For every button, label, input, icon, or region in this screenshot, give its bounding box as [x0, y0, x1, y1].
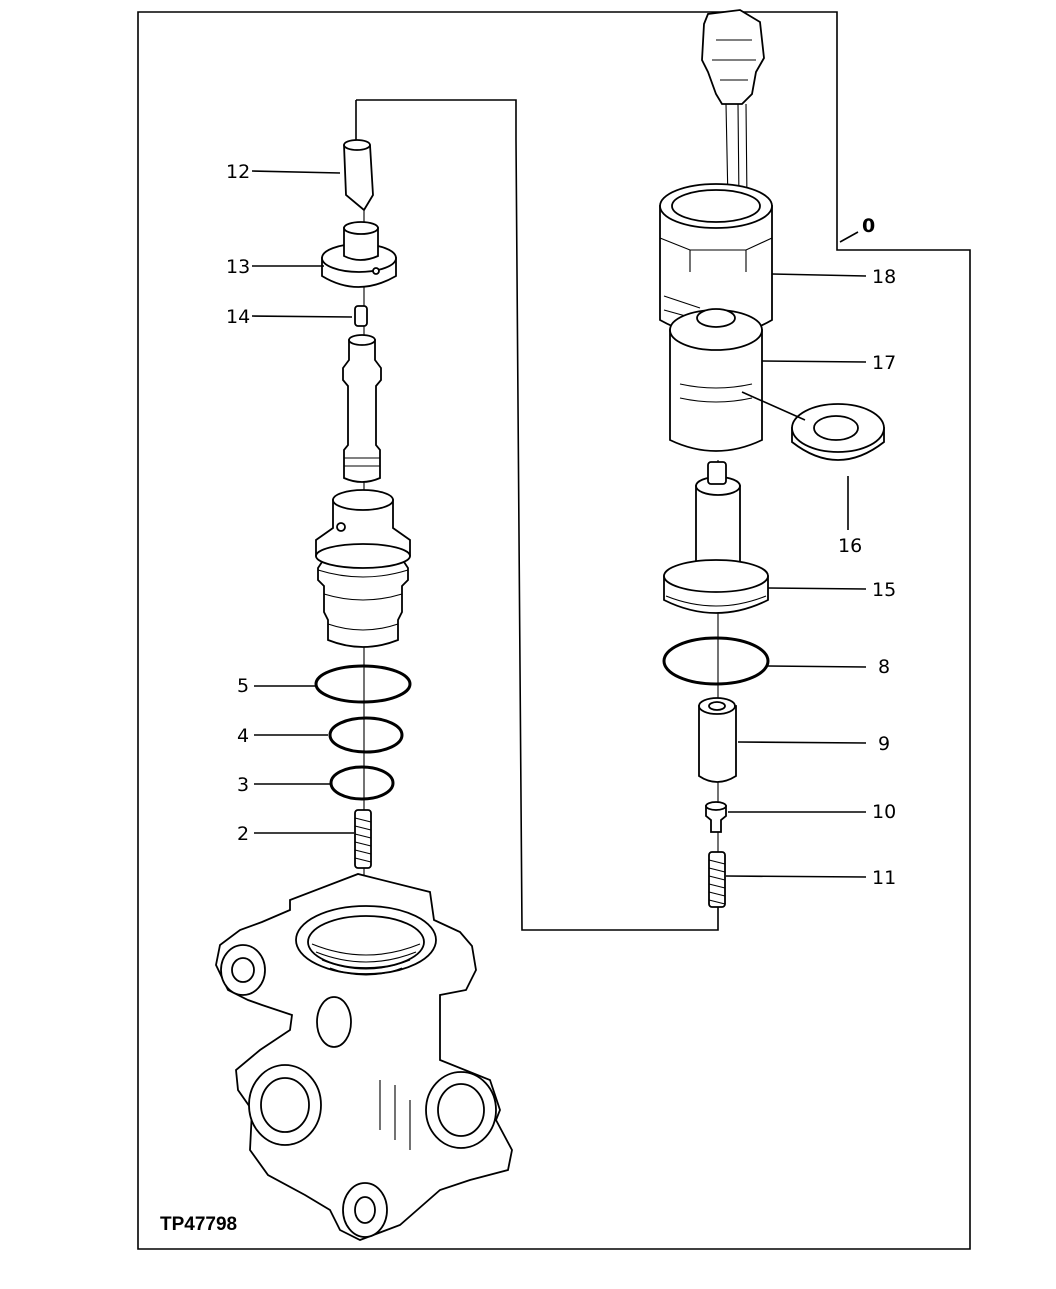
callout-4: 4 [237, 725, 249, 747]
valve-cartridge [315, 489, 411, 648]
leader-lines [251, 170, 867, 878]
part-5-o-ring [314, 664, 412, 704]
callout-assembly-0: 0 [862, 215, 875, 237]
callout-8: 8 [878, 656, 890, 678]
callout-16: 16 [838, 535, 862, 557]
callout-14: 14 [226, 306, 250, 328]
part-15-core-tube [663, 461, 769, 614]
part-14-small-pin [354, 305, 368, 327]
callout-3: 3 [237, 774, 249, 796]
part-10-poppet [705, 801, 727, 833]
callout-18: 18 [872, 266, 896, 288]
connection-path [355, 99, 719, 931]
figure-id-label: TP47798 [160, 1214, 237, 1235]
callout-17: 17 [872, 352, 896, 374]
valve-body [215, 873, 513, 1241]
part-17-coil [669, 308, 763, 452]
part-13-flange-seat [321, 221, 397, 288]
assembly-leader [839, 231, 859, 243]
callout-10: 10 [872, 801, 896, 823]
callout-15: 15 [872, 579, 896, 601]
callout-9: 9 [878, 733, 890, 755]
part-9-plunger [698, 697, 737, 783]
part-2-spring [354, 809, 372, 869]
part-3-o-ring [329, 765, 395, 801]
part-12-pin [343, 139, 374, 212]
callout-2: 2 [237, 823, 249, 845]
callout-12: 12 [226, 161, 250, 183]
callout-5: 5 [237, 675, 249, 697]
part-11-spring [708, 851, 726, 908]
callout-11: 11 [872, 867, 896, 889]
diagram-frame [137, 11, 971, 1250]
spool [342, 334, 382, 483]
callout-13: 13 [226, 256, 250, 278]
part-16-washer [791, 403, 885, 461]
part-4-o-ring [328, 716, 404, 754]
part-8-o-ring [662, 636, 770, 686]
